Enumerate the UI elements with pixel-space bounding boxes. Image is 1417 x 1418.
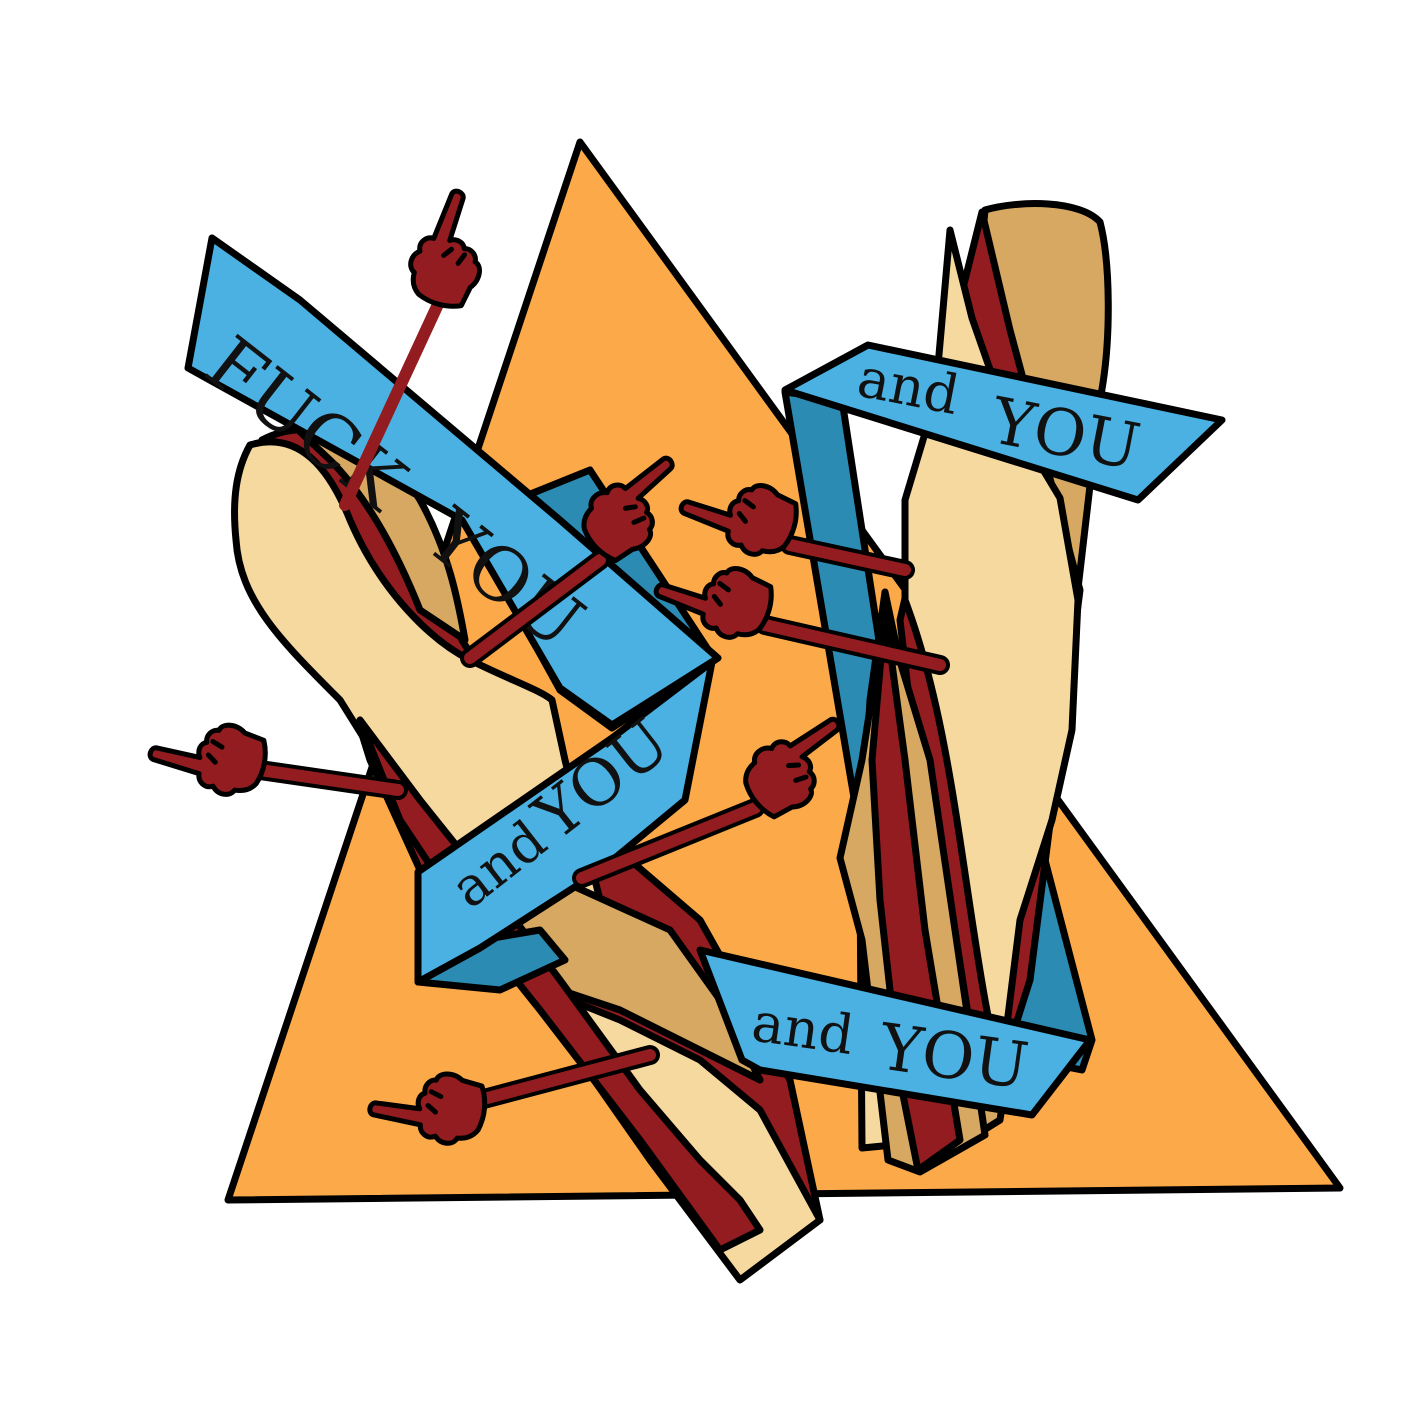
- arms: [145, 184, 950, 1146]
- banner-bottom-right-and-you: and YOU: [696, 946, 1094, 1119]
- middle-finger-hand-icon: [145, 712, 269, 800]
- banner-top-right-and-you: and YOU: [781, 341, 1226, 504]
- middle-finger-hand-icon: [402, 184, 498, 312]
- bottom-and-text: and: [748, 990, 857, 1067]
